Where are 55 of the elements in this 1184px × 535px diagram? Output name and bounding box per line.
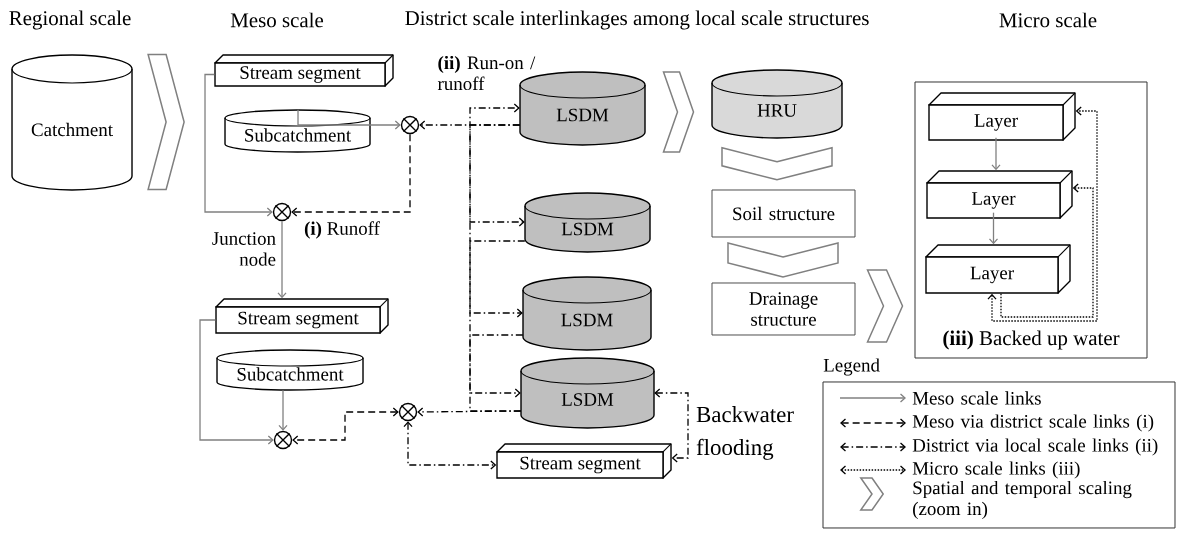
- block-box: Stream segment: [496, 443, 672, 479]
- block-box: Layer: [926, 170, 1073, 219]
- block-box: Layer: [928, 92, 1076, 141]
- arrow: [291, 133, 411, 217]
- arrow: [469, 124, 525, 227]
- arrow: [987, 106, 1098, 322]
- arrow: [278, 389, 288, 431]
- cylinder: LSDM: [519, 71, 646, 146]
- chevron-arrow: [147, 53, 185, 191]
- cylinder: LSDM: [524, 192, 651, 253]
- arrow: [292, 407, 399, 445]
- legend-text: Micro scale links (iii): [912, 461, 1080, 479]
- process-box: Soil structure: [711, 189, 856, 238]
- edge-label: (i) Runoff: [304, 221, 380, 239]
- cylinder: Catchment: [11, 54, 133, 191]
- beside-text: Junction node: [212, 232, 276, 266]
- heading: District scale interlinkages among local scale structures: [405, 10, 869, 30]
- legend-text: District via local scale links (ii): [912, 438, 1158, 456]
- block-box: Layer: [925, 244, 1071, 294]
- arrow: [988, 212, 999, 245]
- chevron-arrow: [866, 269, 904, 343]
- cylinder: Subcatchment: [216, 349, 364, 391]
- arrow: [1000, 183, 1094, 318]
- cylinder: Subcatchment: [224, 109, 371, 153]
- heading: Legend: [823, 358, 880, 376]
- junction-symbol: [273, 430, 293, 450]
- arrow: [277, 220, 287, 299]
- chevron-arrow: [721, 146, 833, 181]
- junction-symbol: [398, 402, 418, 422]
- arrow: [297, 109, 401, 130]
- arrow: [469, 103, 522, 412]
- junction-symbol: [272, 202, 292, 222]
- heading: Regional scale: [9, 10, 131, 30]
- chevron-arrow: [727, 242, 839, 278]
- process-box: Drainage structure: [711, 282, 856, 336]
- arrow: [204, 73, 273, 217]
- cylinder: HRU: [711, 69, 843, 139]
- arrow: [991, 137, 1001, 171]
- arrow: [469, 334, 524, 398]
- legend-text: Meso scale links: [912, 391, 1041, 405]
- heading: Meso scale: [230, 12, 324, 28]
- heading: Micro scale: [999, 12, 1097, 28]
- cylinder: LSDM: [520, 357, 655, 429]
- arrow: [469, 240, 526, 318]
- cylinder: LSDM: [522, 276, 652, 351]
- chevron-arrow: [662, 71, 695, 153]
- arrow: [654, 388, 689, 463]
- block-box: Stream segment: [215, 298, 389, 334]
- legend-text: Meso via district scale links (i): [912, 414, 1154, 432]
- legend-text: Spatial and temporal scaling (zoom in): [913, 480, 1132, 520]
- arrow: [403, 421, 497, 470]
- block-box: Stream segment: [214, 54, 394, 87]
- arrow: [199, 319, 274, 445]
- edge-label: Backwater flooding: [696, 406, 794, 460]
- junction-symbol: [400, 115, 420, 135]
